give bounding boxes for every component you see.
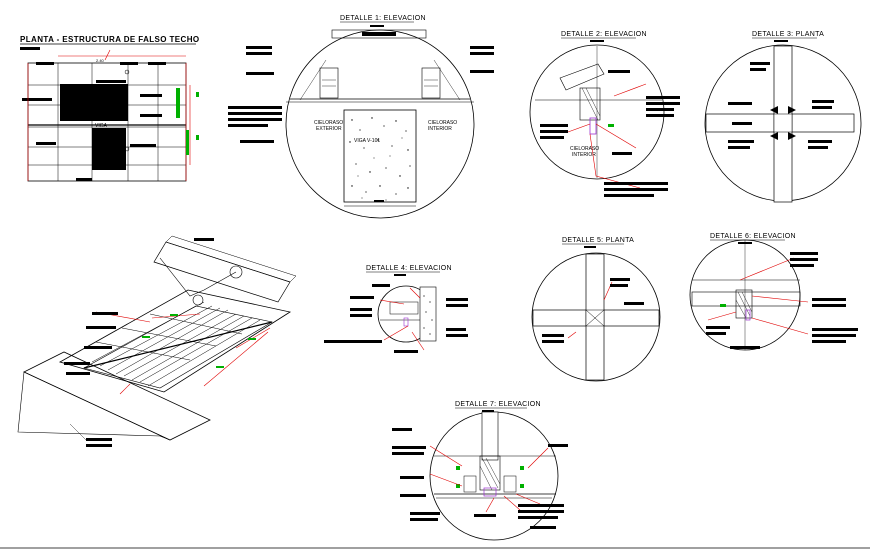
detalle-5: DETALLE 5: PLANTA bbox=[531, 237, 661, 382]
detalle-2: DETALLE 2: ELEVACION CIELORASO INTERIOR bbox=[529, 31, 680, 197]
plan-top-dimension: 2.40 bbox=[96, 58, 105, 63]
d2-cieloraso: CIELORASO bbox=[570, 146, 599, 152]
viga-label: VIGA bbox=[95, 123, 108, 129]
d7-title: DETALLE 7: ELEVACION bbox=[455, 401, 541, 408]
isometric-view bbox=[17, 235, 297, 447]
d1-cieloraso-ext: CIELORASO bbox=[314, 120, 343, 126]
d3-title: DETALLE 3: PLANTA bbox=[752, 31, 824, 38]
plan-title: PLANTA - ESTRUCTURA DE FALSO TECHO bbox=[20, 35, 200, 44]
detalle-6: DETALLE 6: ELEVACION bbox=[689, 233, 858, 351]
d6-title: DETALLE 6: ELEVACION bbox=[710, 233, 796, 240]
d2-interior: INTERIOR bbox=[572, 152, 596, 158]
d1-cieloraso-int: CIELORASO bbox=[428, 120, 457, 126]
d1-title: DETALLE 1: ELEVACION bbox=[340, 15, 426, 22]
d5-title: DETALLE 5: PLANTA bbox=[562, 237, 634, 244]
detalle-3: DETALLE 3: PLANTA bbox=[704, 31, 862, 203]
d2-title: DETALLE 2: ELEVACION bbox=[561, 31, 647, 38]
detalle-1: DETALLE 1: ELEVACION VIGA V-101 CIELOR bbox=[228, 15, 494, 219]
plan-view: PLANTA - ESTRUCTURA DE FALSO TECHO VIGA … bbox=[20, 35, 200, 182]
d1-exterior: EXTERIOR bbox=[316, 126, 342, 132]
d4-title: DETALLE 4: ELEVACION bbox=[366, 265, 452, 272]
detalle-4: DETALLE 4: ELEVACION bbox=[324, 265, 468, 353]
d1-interior: INTERIOR bbox=[428, 126, 452, 132]
d1-viga-label: VIGA V-101 bbox=[354, 138, 380, 144]
detalle-7: DETALLE 7: ELEVACION bbox=[392, 401, 568, 541]
